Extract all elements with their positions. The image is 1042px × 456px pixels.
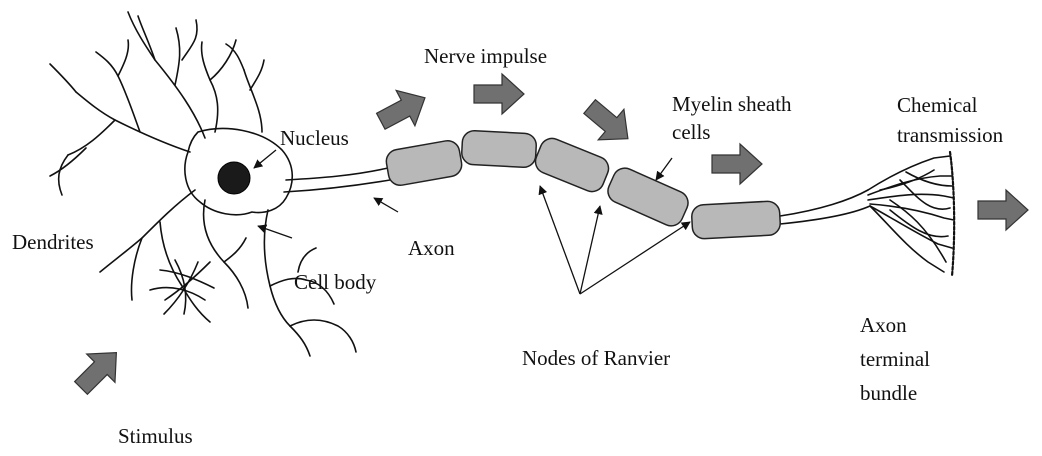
label-myelin-line-1: Myelin sheath — [672, 90, 792, 118]
axon-line-bottom — [284, 180, 390, 192]
axon-pointer — [374, 198, 398, 212]
label-myelin-sheath: Myelin sheath cells — [672, 90, 792, 146]
label-nucleus: Nucleus — [280, 126, 349, 150]
terminal-branch — [906, 172, 952, 186]
label-myelin-line-2: cells — [672, 118, 792, 146]
label-terminal-line-3: bundle — [860, 376, 930, 410]
label-chemical-line-1: Chemical — [897, 90, 1003, 120]
axon-segment — [780, 206, 870, 224]
node-pointer — [580, 206, 600, 294]
cell-body-pointer — [258, 226, 292, 238]
label-terminal-line-2: terminal — [860, 342, 930, 376]
dendrite — [128, 12, 205, 138]
dendrite — [204, 200, 248, 308]
impulse-arrow-icon — [712, 144, 762, 184]
myelin-segment — [691, 201, 781, 240]
dendrite — [68, 120, 115, 155]
nucleus-pointer — [254, 150, 276, 168]
node-pointer — [540, 186, 580, 294]
terminal-branch — [868, 194, 954, 200]
myelin-segment — [532, 135, 612, 195]
dendrite — [250, 60, 264, 90]
impulse-arrow-icon — [577, 91, 641, 154]
dendrite — [182, 20, 197, 60]
myelin-pointer — [656, 158, 672, 180]
dendrite — [210, 40, 236, 80]
dendrite — [118, 40, 128, 76]
dendrite — [202, 42, 218, 132]
dendrite — [50, 148, 86, 176]
stimulus-arrow-icon — [67, 338, 131, 402]
label-chemical-transmission: Chemical transmission — [897, 90, 1003, 150]
dendrite — [290, 326, 310, 356]
label-nerve-impulse: Nerve impulse — [424, 44, 547, 68]
node-pointer — [580, 222, 690, 294]
myelin-segment — [384, 139, 463, 187]
transmission-arrow-icon — [978, 190, 1028, 230]
axon-line-top — [286, 168, 388, 180]
myelin-segment — [604, 164, 692, 229]
dendrite — [131, 238, 142, 300]
label-stimulus: Stimulus — [118, 424, 193, 448]
label-cell-body: Cell body — [294, 270, 376, 294]
terminal-branch — [870, 206, 944, 272]
impulse-arrow-icon — [371, 80, 434, 139]
label-dendrites: Dendrites — [12, 230, 94, 254]
dendrite — [50, 64, 76, 92]
myelin-segment — [461, 130, 537, 168]
label-axon: Axon — [408, 236, 455, 260]
dendrite — [264, 210, 290, 326]
dendrite — [100, 190, 195, 272]
dendrite — [224, 238, 246, 262]
dendrite — [76, 92, 190, 152]
dendrite — [244, 70, 262, 132]
terminal-branch — [870, 206, 952, 248]
label-chemical-line-2: transmission — [897, 120, 1003, 150]
dendrite — [96, 52, 140, 132]
nucleus-circle — [218, 162, 250, 194]
terminal-end-line — [950, 152, 954, 276]
dendrite — [298, 248, 316, 272]
dendrite — [290, 320, 356, 352]
dendrite — [175, 28, 180, 85]
impulse-arrow-icon — [474, 74, 524, 114]
dendrite — [175, 260, 186, 314]
label-nodes-of-ranvier: Nodes of Ranvier — [522, 346, 670, 370]
label-axon-terminal-bundle: Axon terminal bundle — [860, 308, 930, 410]
label-terminal-line-1: Axon — [860, 308, 930, 342]
dendrite — [59, 155, 68, 195]
